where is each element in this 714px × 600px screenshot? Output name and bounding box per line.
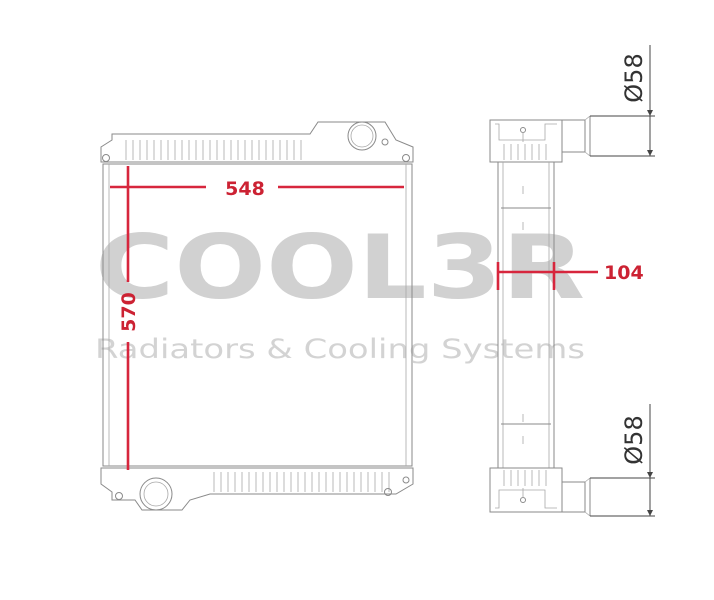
- top-tank-fins: [125, 140, 302, 160]
- bottom-tank-fins: [213, 472, 390, 492]
- bottom-tank: [100, 467, 414, 511]
- top-tank: [100, 121, 414, 163]
- side-top-pipe-flare-2: [584, 151, 591, 157]
- front-view: 548 570: [100, 121, 414, 511]
- watermark-tagline: Radiators & Cooling Systems: [95, 334, 585, 365]
- top-small-lug: [381, 138, 389, 146]
- side-bottom-bolt: [520, 497, 526, 503]
- watermark: COOL3R Radiators & Cooling Systems: [95, 216, 585, 365]
- top-left-lug: [102, 154, 110, 162]
- side-top-pipe-flare: [584, 115, 591, 121]
- top-pipe-dim-label: Ø58: [620, 53, 648, 102]
- radiator-core: [102, 163, 413, 467]
- bottom-outlet-pipe-inner: [143, 481, 169, 507]
- side-view: 104 Ø58 Ø58: [489, 45, 655, 517]
- side-top-pipe: [562, 119, 586, 153]
- bottom-right-lug-2: [402, 476, 410, 484]
- side-top-bolt: [520, 127, 526, 133]
- side-top-bracket: [489, 119, 563, 163]
- depth-dim-label: 104: [604, 262, 644, 284]
- side-top-bracket-inner: [495, 123, 557, 141]
- side-bottom-pipe-flare-2: [584, 511, 591, 517]
- top-inlet-pipe-inner: [350, 124, 374, 148]
- side-bottom-pipe-flare: [584, 477, 591, 483]
- side-bottom-bracket-inner: [495, 489, 557, 509]
- top-inlet-pipe: [347, 121, 377, 151]
- bottom-right-lug: [384, 488, 392, 496]
- side-top-fins: [503, 144, 547, 160]
- bottom-pipe-dim-label: Ø58: [620, 415, 648, 464]
- side-bottom-pipe: [562, 481, 586, 513]
- width-dim-label: 548: [225, 178, 265, 200]
- bottom-outlet-pipe: [139, 477, 173, 511]
- height-dim-label: 570: [118, 292, 140, 332]
- watermark-logo: COOL3R: [95, 216, 585, 319]
- side-bottom-fins: [503, 470, 547, 486]
- bottom-left-lug: [115, 492, 123, 500]
- top-right-lug: [402, 154, 410, 162]
